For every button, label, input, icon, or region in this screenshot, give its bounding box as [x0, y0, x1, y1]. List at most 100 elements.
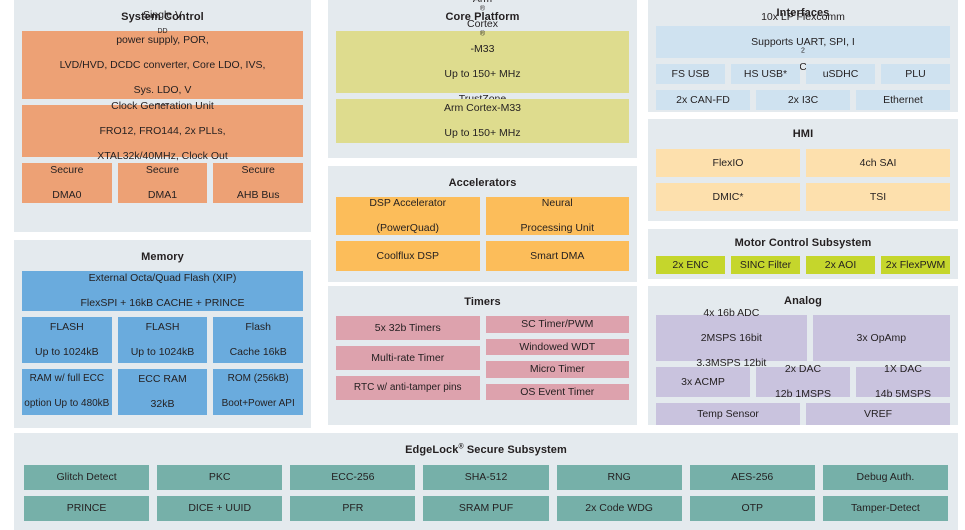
flexcomm-line1: 10x LP Flexcomm [761, 10, 845, 23]
block-2x-flexpwm[interactable]: 2x FlexPWM [881, 256, 950, 274]
block-aes-256[interactable]: AES-256 [689, 465, 815, 490]
block-fs-usb[interactable]: FS USB [656, 64, 725, 84]
analog-row-1: 4x 16b ADC 2MSPS 16bit 3.3MSPS 12bit 3x … [648, 307, 958, 369]
iface-r2-2: Ethernet [883, 93, 923, 106]
flash-cache-line2: Cache 16kB [229, 346, 287, 359]
panel-title-motor-control: Motor Control Subsystem [734, 237, 872, 249]
block-multi-rate-timer[interactable]: Multi-rate Timer [336, 346, 480, 370]
block-2x-enc[interactable]: 2x ENC [656, 256, 725, 274]
dac2-line2: 12b 1MSPS [774, 388, 832, 401]
edge-r2-1: DICE + UUID [188, 502, 252, 515]
block-sram-puf[interactable]: SRAM PUF [423, 496, 549, 521]
block-dice-uuid[interactable]: DICE + UUID [157, 496, 283, 521]
block-smart-dma[interactable]: Smart DMA [485, 241, 629, 271]
block-sc-timer-pwm[interactable]: SC Timer/PWM [485, 316, 629, 333]
block-pfr[interactable]: PFR [290, 496, 416, 521]
block-sinc-filter[interactable]: SINC Filter [731, 256, 800, 274]
cgu-line3: XTAL32k/40MHz, Clock Out [97, 149, 228, 162]
block-ecc-ram[interactable]: ECC RAM 32kB [117, 369, 208, 415]
edge-r1-3: SHA-512 [464, 471, 508, 484]
panel-motor-control: Motor Control Subsystem 2x ENC SINC Filt… [648, 229, 958, 279]
block-dmic[interactable]: DMIC* [656, 183, 800, 211]
block-glitch-detect[interactable]: Glitch Detect [24, 465, 150, 490]
iface-r2-0: 2x CAN-FD [676, 93, 730, 106]
superscript-i2c: 2 [801, 47, 805, 55]
timers-column-left: 5x 32b Timers Multi-rate Timer RTC w/ an… [336, 316, 480, 400]
block-debug-auth[interactable]: Debug Auth. [822, 465, 948, 490]
block-opamp[interactable]: 3x OpAmp [812, 315, 950, 361]
xip-line1: External Octa/Quad Flash (XIP) [88, 272, 237, 285]
block-2x-aoi[interactable]: 2x AOI [806, 256, 875, 274]
block-external-flash-xip[interactable]: External Octa/Quad Flash (XIP) FlexSPI +… [22, 271, 303, 311]
block-pmc[interactable]: PMC Single VDD power supply, POR, LVD/HV… [22, 9, 303, 146]
block-coolflux-dsp[interactable]: Coolflux DSP [336, 241, 480, 271]
block-otp[interactable]: OTP [689, 496, 815, 521]
timer-left-1: Multi-rate Timer [371, 351, 445, 364]
block-flexio[interactable]: FlexIO [656, 149, 800, 177]
edge-r1-6: Debug Auth. [856, 471, 915, 484]
block-windowed-wdt[interactable]: Windowed WDT [485, 338, 629, 355]
panel-core-platform: Core Platform Arm® Cortex®-M33 Up to 150… [328, 0, 637, 158]
timer-left-0: 5x 32b Timers [374, 321, 441, 334]
secure-ahb-line1: Secure [241, 164, 275, 177]
block-4ch-sai[interactable]: 4ch SAI [806, 149, 950, 177]
block-clock-generation-unit[interactable]: Clock Generation Unit FRO12, FRO144, 2x … [22, 100, 303, 162]
block-tsi[interactable]: TSI [806, 183, 950, 211]
block-cortex-m33-second[interactable]: Arm Cortex-M33 Up to 150+ MHz [336, 99, 629, 143]
block-acmp[interactable]: 3x ACMP [656, 367, 750, 397]
motor-0: 2x ENC [672, 258, 709, 271]
iface-r1-0: FS USB [671, 67, 710, 80]
block-rom[interactable]: ROM (256kB)Boot+Power API [213, 369, 304, 415]
flash1-line2: Up to 1024kB [35, 346, 99, 359]
block-5x-32b-timers[interactable]: 5x 32b Timers [336, 316, 480, 340]
block-2x-code-wdg[interactable]: 2x Code WDG [556, 496, 682, 521]
block-pkc[interactable]: PKC [157, 465, 283, 490]
block-ecc-256[interactable]: ECC-256 [290, 465, 416, 490]
block-temp-sensor[interactable]: Temp Sensor [656, 403, 800, 425]
hmi-row-2: DMIC* TSI [648, 183, 958, 211]
block-cortex-m33-main[interactable]: Arm® Cortex®-M33 Up to 150+ MHz TrustZon… [336, 0, 629, 130]
iface-r1-3: PLU [905, 67, 926, 80]
block-adc[interactable]: 4x 16b ADC 2MSPS 16bit 3.3MSPS 12bit [656, 307, 807, 369]
block-plu[interactable]: PLU [881, 64, 950, 84]
dac1-line1: 1X DAC [884, 363, 922, 376]
iface-r1-1: HS USB* [743, 67, 788, 80]
npu-line1: Neural [541, 197, 573, 210]
panel-memory: Memory External Octa/Quad Flash (XIP) Fl… [14, 240, 311, 428]
block-dsp-accelerator[interactable]: DSP Accelerator(PowerQuad) [336, 197, 480, 235]
block-tamper-detect[interactable]: Tamper-Detect [822, 496, 948, 521]
flash1-line1: FLASH [49, 321, 84, 334]
block-rtc-anti-tamper[interactable]: RTC w/ anti-tamper pins [336, 376, 480, 400]
block-can-fd[interactable]: 2x CAN-FD [656, 90, 750, 110]
block-flash-1[interactable]: FLASH Up to 1024kB [22, 317, 112, 363]
block-hs-usb[interactable]: HS USB* [731, 64, 800, 84]
block-micro-timer[interactable]: Micro Timer [485, 361, 629, 378]
block-ethernet[interactable]: Ethernet [856, 90, 950, 110]
timer-right-1: Windowed WDT [519, 340, 596, 353]
ecc-ram-line2: 32kB [150, 398, 175, 411]
block-sha-512[interactable]: SHA-512 [423, 465, 549, 490]
block-vref[interactable]: VREF [806, 403, 950, 425]
block-prince[interactable]: PRINCE [24, 496, 150, 521]
block-i3c[interactable]: 2x I3C [756, 90, 850, 110]
block-usdhc[interactable]: uSDHC [806, 64, 875, 84]
edgelock-title-b: Secure Subsystem [463, 444, 567, 456]
core-platform-core2-row: Arm Cortex-M33 Up to 150+ MHz [328, 99, 637, 143]
ecc-ram-line1: ECC RAM [138, 373, 187, 386]
core2-line2: Up to 150+ MHz [444, 127, 521, 140]
panel-timers: Timers 5x 32b Timers Multi-rate Timer RT… [328, 286, 637, 425]
edge-r1-2: ECC-256 [331, 471, 375, 484]
block-rng[interactable]: RNG [556, 465, 682, 490]
block-os-event-timer[interactable]: OS Event Timer [485, 383, 629, 400]
accelerators-row-2: Coolflux DSP Smart DMA [328, 241, 637, 271]
